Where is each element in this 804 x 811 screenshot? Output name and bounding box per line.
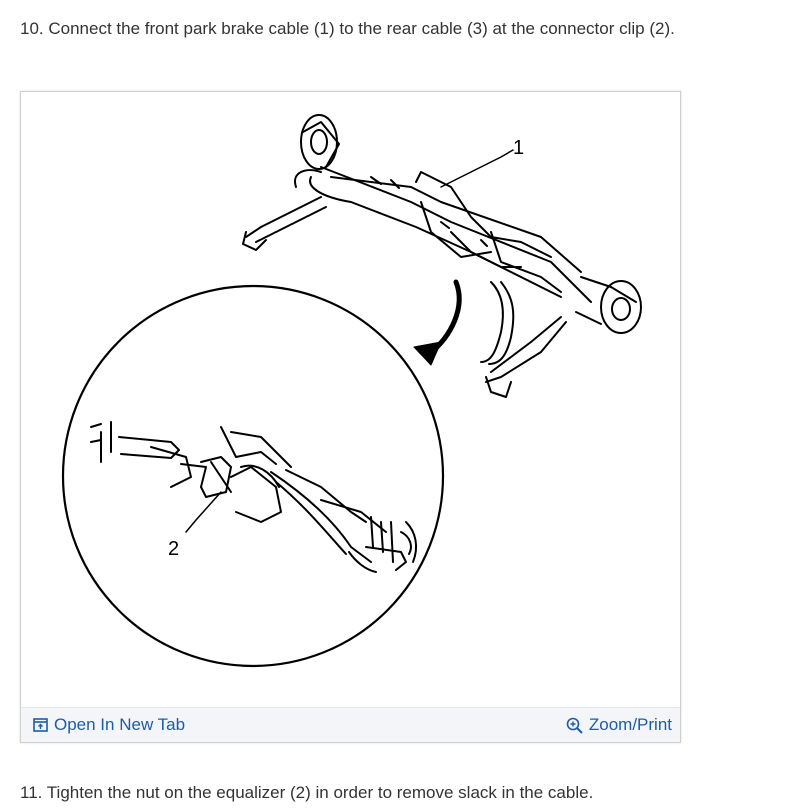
zoom-print-label: Zoom/Print	[588, 715, 672, 734]
zoom-print-link[interactable]: Zoom/Print	[566, 715, 672, 735]
callout-2-label: 2	[168, 538, 179, 560]
open-in-new-tab-label: Open In New Tab	[54, 715, 186, 734]
connector-clip-detail	[90, 421, 418, 573]
brake-cable-diagram: 1 2	[61, 114, 642, 668]
step-10-text: 10. Connect the front park brake cable (…	[20, 19, 675, 38]
illustration-figure: 1 2 Open In New Tab Zoom/Print	[20, 91, 681, 743]
open-in-new-tab-link[interactable]: Open In New Tab	[33, 715, 185, 735]
figure-toolbar: Open In New Tab Zoom/Print	[21, 707, 680, 742]
callout-1-label: 1	[513, 137, 524, 159]
rear-axle-assembly	[242, 114, 642, 398]
step-11-text: 11. Tighten the nut on the equalizer (2)…	[20, 783, 594, 802]
zoom-in-icon	[566, 717, 583, 734]
open-in-new-tab-icon	[33, 718, 48, 732]
